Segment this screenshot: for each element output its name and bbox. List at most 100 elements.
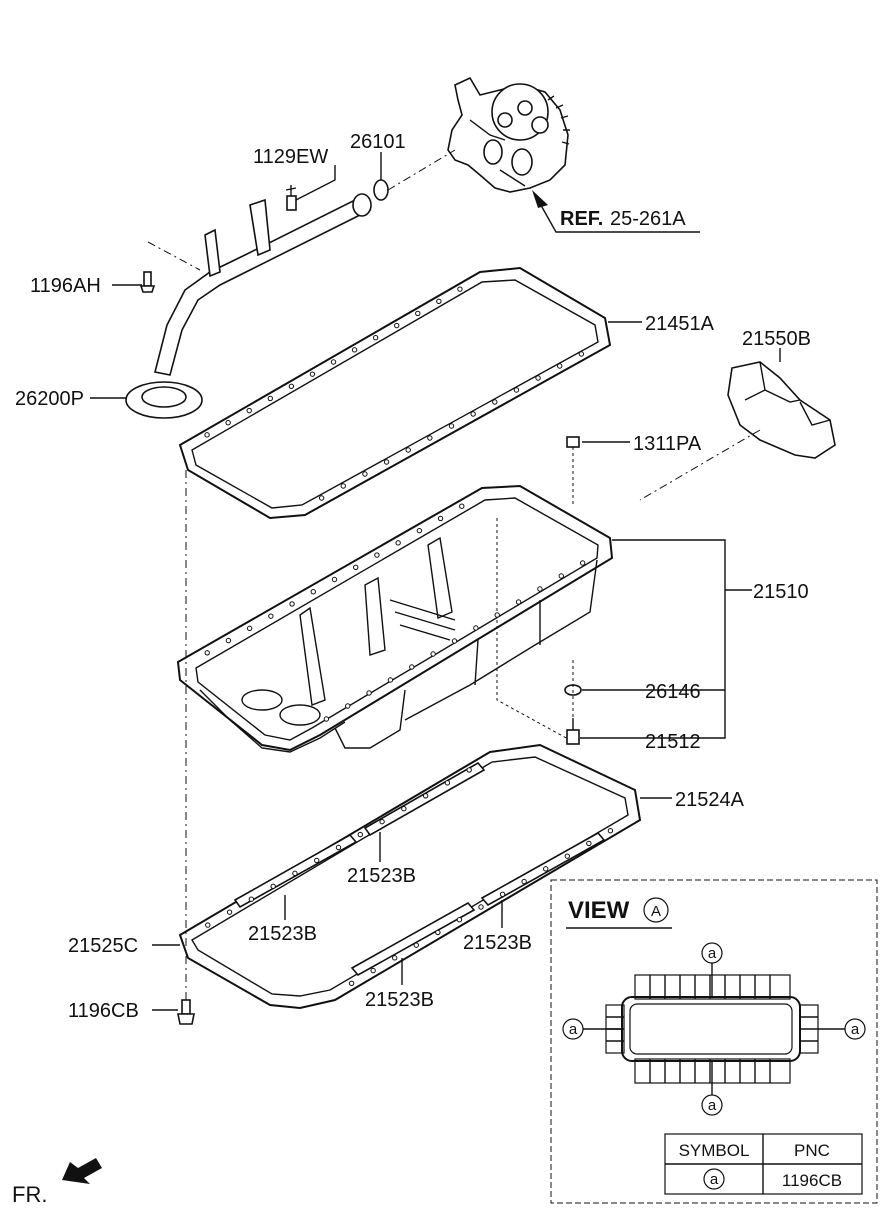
ref-number-label: 25-261A	[610, 208, 686, 230]
bolt-1129EW	[285, 185, 297, 211]
bolt-hole	[607, 828, 614, 834]
bolt-hole	[535, 375, 541, 381]
table-cell-symbol: a	[710, 1171, 719, 1188]
bolt-hole	[437, 515, 444, 522]
label-21550B: 21550B	[742, 328, 811, 350]
bolt-hole	[537, 586, 543, 592]
table-cell-pnc: 1196CB	[782, 1171, 842, 1190]
plug-1311PA	[566, 436, 580, 448]
front-direction-arrow	[62, 1158, 102, 1184]
view-marker-left: a	[569, 1021, 578, 1038]
bolt-hole	[392, 955, 398, 961]
bolt-hole	[383, 459, 390, 465]
ref-bold-label: REF.	[560, 208, 603, 230]
bolt-hole	[456, 917, 463, 923]
bolt-hole	[558, 573, 564, 579]
bolt-hole	[394, 322, 400, 329]
upper-gasket-21451A	[178, 266, 612, 520]
bolt-hole	[579, 560, 586, 566]
view-letter: A	[651, 903, 661, 920]
bolt-hole	[204, 650, 210, 656]
bolt-hole	[457, 286, 463, 292]
bolt-hole	[422, 793, 429, 799]
bolt-hole	[513, 387, 520, 393]
bolt-hole	[246, 625, 253, 632]
lower-gasket-21524A	[178, 743, 642, 1010]
bolt-hole	[372, 335, 379, 341]
bolt-hole	[357, 831, 363, 838]
bolt-hole	[340, 483, 346, 489]
label-1129EW: 1129EW	[253, 146, 328, 168]
bolt-hole	[267, 395, 273, 402]
bolt-hole	[405, 447, 411, 453]
oil-pump-illustration	[447, 76, 570, 193]
oil-strainer-26200P	[125, 193, 372, 419]
label-21510: 21510	[753, 581, 809, 603]
bolt-hole	[331, 576, 338, 583]
bolt-hole	[499, 891, 506, 897]
label-26101: 26101	[350, 131, 406, 153]
table-header-pnc: PNC	[794, 1141, 830, 1160]
bolt-hole	[348, 980, 355, 986]
bolt-hole	[353, 564, 359, 570]
bolt-hole	[413, 942, 419, 948]
bolt-hole	[557, 363, 563, 369]
bolt-hole	[543, 866, 549, 872]
view-marker-bottom: a	[708, 1097, 717, 1114]
bolt-hole	[473, 625, 479, 631]
bolt-hole	[351, 347, 358, 353]
bolt-hole	[416, 527, 423, 534]
bolt-hole	[248, 896, 255, 902]
bolt-hole	[492, 399, 498, 405]
label-21523B-2: 21523B	[248, 923, 317, 945]
bolt-hole	[374, 552, 380, 558]
drain-plug-21512	[566, 718, 580, 745]
label-26200P: 26200P	[15, 388, 84, 410]
bolt-hole	[448, 423, 455, 429]
bolt-hole	[310, 589, 316, 595]
label-21523B-3: 21523B	[463, 932, 532, 954]
label-21451A: 21451A	[645, 313, 715, 335]
bolt-hole	[205, 922, 211, 928]
bolt-hole	[314, 857, 320, 864]
bolt-hole	[366, 690, 372, 696]
bolt-hole	[578, 351, 585, 357]
label-1196AH: 1196AH	[30, 275, 101, 297]
bolt-hole	[204, 432, 210, 438]
view-title: VIEW	[568, 897, 630, 924]
label-1311PA: 1311PA	[633, 433, 702, 455]
label-21512: 21512	[645, 731, 701, 753]
bolt-hole	[444, 780, 451, 786]
bolt-hole	[318, 495, 325, 501]
bolt-hole	[470, 411, 476, 417]
bolt-hole	[379, 818, 385, 825]
bolt-hole	[288, 383, 295, 389]
bolt-hole	[323, 716, 330, 722]
label-21523B-4: 21523B	[365, 989, 434, 1011]
bolt-hole	[409, 664, 415, 670]
label-21525C: 21525C	[68, 935, 138, 957]
bolt-hole	[270, 883, 276, 889]
bolt-hole	[345, 703, 351, 709]
bolt-hole	[225, 420, 231, 426]
bolt-hole	[564, 853, 570, 859]
symbol-table: SYMBOL PNC a 1196CB	[664, 1133, 863, 1195]
bolt-hole	[515, 599, 522, 605]
bolt-hole	[451, 638, 458, 644]
bolt-hole	[415, 310, 421, 317]
gasket-bolt-holes	[204, 286, 614, 986]
bolt-hole	[494, 612, 500, 618]
bolt-hole	[268, 613, 274, 619]
bolt-hole	[459, 503, 465, 509]
bolt-hole	[521, 878, 527, 885]
bolt-hole	[330, 359, 337, 365]
label-21523B-1: 21523B	[347, 865, 416, 887]
bolt-hole	[435, 929, 441, 936]
bolt-hole	[246, 407, 252, 414]
label-1196CB: 1196CB	[68, 1000, 139, 1022]
bolt-hole	[362, 471, 368, 477]
bolt-hole	[466, 767, 472, 773]
bolt-hole	[436, 298, 442, 304]
bolt-hole	[292, 870, 298, 877]
view-marker-right: a	[851, 1021, 860, 1038]
